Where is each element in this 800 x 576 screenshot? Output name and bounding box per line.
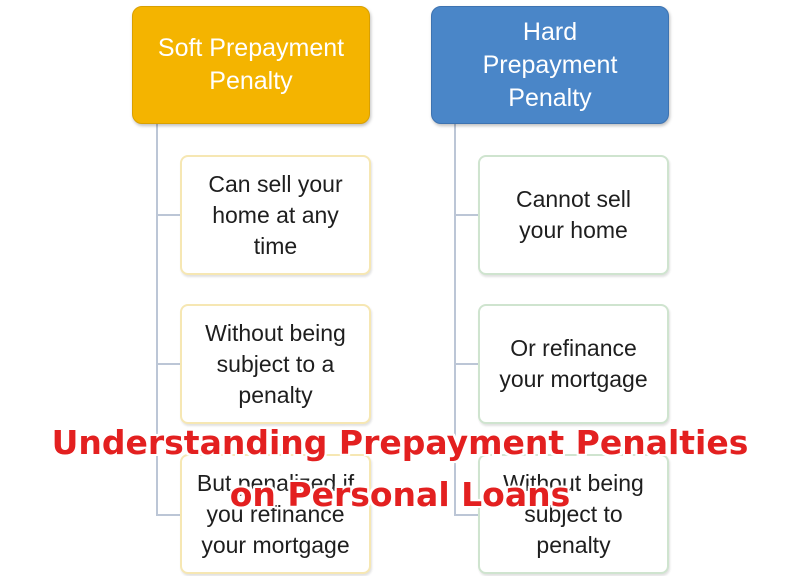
soft-penalty-header: Soft Prepayment Penalty	[132, 6, 370, 124]
soft-connector-line	[156, 123, 158, 515]
hard-penalty-title: Hard Prepayment Penalty	[482, 17, 618, 112]
overlay-title: Understanding Prepayment Penalties on Pe…	[0, 417, 800, 521]
hard-connector-branch	[454, 214, 480, 216]
soft-connector-branch	[156, 514, 182, 516]
soft-item-box: Can sell your home at any time	[180, 155, 371, 275]
overlay-title-line-2: on Personal Loans	[229, 475, 571, 514]
hard-connector-branch	[454, 514, 480, 516]
hard-item-box: Cannot sell your home	[478, 155, 669, 275]
soft-penalty-title: Soft Prepayment Penalty	[157, 34, 345, 95]
soft-item-box: But penalized if you refinance your mort…	[180, 454, 371, 574]
overlay-title-line-1: Understanding Prepayment Penalties	[51, 423, 749, 462]
soft-connector-branch	[156, 363, 182, 365]
soft-item-text: Without being subject to a penalty	[205, 319, 346, 408]
hard-item-text: Or refinance your mortgage	[499, 335, 648, 392]
soft-item-text: Can sell your home at any time	[208, 170, 343, 259]
soft-connector-branch	[156, 214, 182, 216]
hard-connector-branch	[454, 363, 480, 365]
hard-penalty-header: Hard Prepayment Penalty	[431, 6, 669, 124]
hard-connector-line	[454, 123, 456, 515]
soft-item-text: But penalized if you refinance your mort…	[196, 469, 355, 558]
hard-item-box: Or refinance your mortgage	[478, 304, 669, 424]
hard-item-box: Without being subject to penalty	[478, 454, 669, 574]
soft-item-box: Without being subject to a penalty	[180, 304, 371, 424]
hard-item-text: Without being subject to penalty	[503, 469, 644, 558]
hard-item-text: Cannot sell your home	[515, 186, 632, 243]
